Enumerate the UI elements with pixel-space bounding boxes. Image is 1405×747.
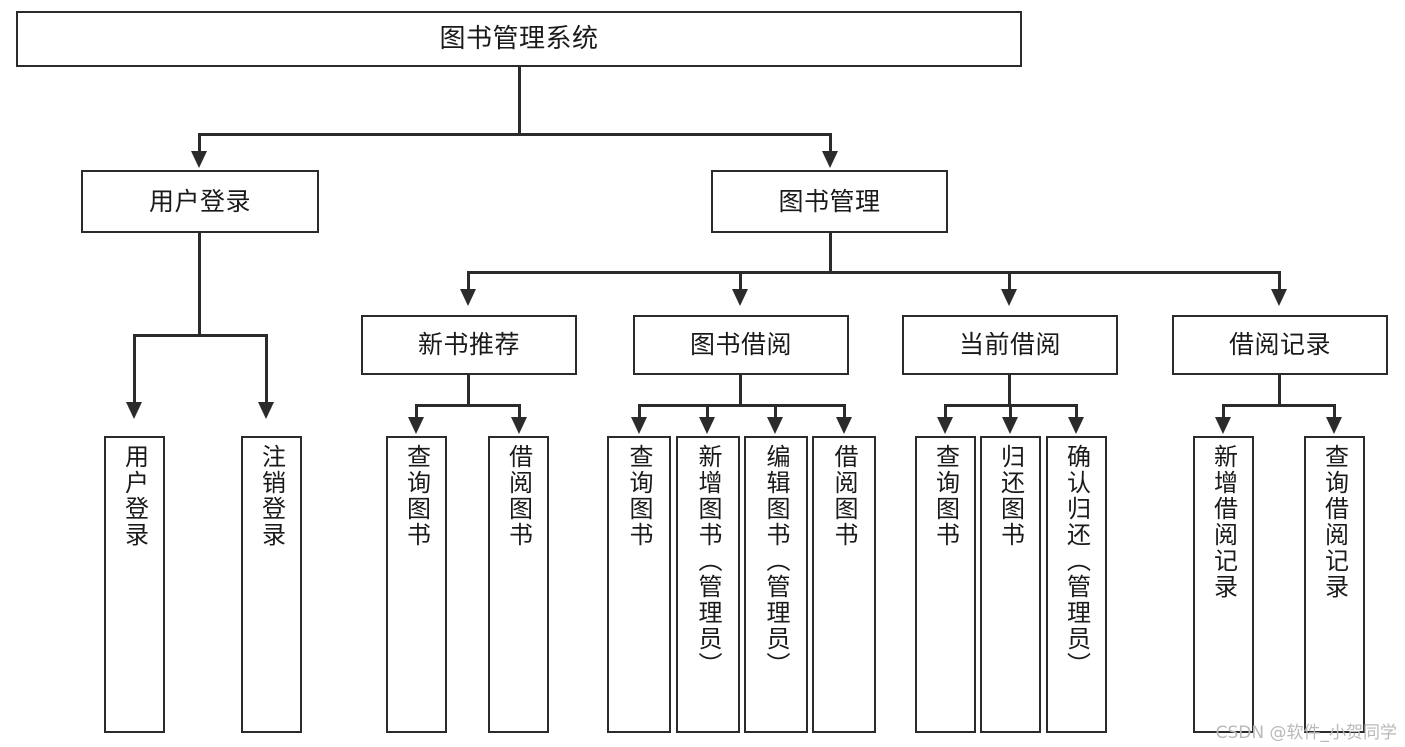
edge-new-book-bus — [415, 404, 521, 407]
edge-user-login-bus — [133, 334, 268, 337]
node-leaf-add-record-label: 新增借阅记录 — [1209, 444, 1238, 600]
arrowhead-leaf-query-book-2 — [631, 417, 647, 434]
node-leaf-borrow-book-1-label: 借阅图书 — [504, 444, 533, 548]
arrowhead-borrow-record — [1271, 289, 1287, 306]
arrowhead-leaf-return-book — [1002, 417, 1018, 434]
arrowhead-book-borrow — [732, 289, 748, 306]
edge-book-borrow-drop-3 — [774, 404, 777, 419]
arrowhead-leaf-query-book-1 — [408, 417, 424, 434]
arrowhead-leaf-add-book — [699, 417, 715, 434]
edge-borrow-record-drop-2 — [1333, 404, 1336, 419]
arrowhead-leaf-borrow-book-1 — [511, 417, 527, 434]
node-leaf-query-book-2[interactable]: 查询图书 — [607, 436, 671, 733]
node-leaf-confirm-return-label: 确认归还（管理员） — [1062, 444, 1091, 678]
node-borrow-record[interactable]: 借阅记录 — [1172, 315, 1388, 375]
node-leaf-edit-book-label: 编辑图书（管理员） — [762, 444, 790, 678]
node-leaf-user-login-label: 用户登录 — [120, 444, 149, 548]
edge-level3-drop-4 — [1278, 271, 1281, 291]
node-new-book-recommend[interactable]: 新书推荐 — [361, 315, 577, 375]
node-leaf-add-book[interactable]: 新增图书（管理员） — [676, 436, 740, 733]
edge-user-login-drop-1 — [133, 334, 136, 404]
edge-user-login-stem — [198, 233, 201, 336]
edge-level2-bus — [198, 133, 832, 136]
watermark-text: CSDN @软件_小贺同学 — [1215, 723, 1397, 743]
arrowhead-user-login — [191, 151, 207, 168]
arrowhead-current-borrow — [1001, 289, 1017, 306]
arrowhead-leaf-user-login — [126, 402, 142, 419]
edge-level3-bus — [467, 271, 1281, 274]
node-leaf-user-logout-label: 注销登录 — [257, 444, 286, 548]
edge-book-borrow-bus — [638, 404, 846, 407]
arrowhead-leaf-user-logout — [258, 402, 274, 419]
node-leaf-query-book-1-label: 查询图书 — [402, 444, 431, 548]
node-new-book-recommend-label: 新书推荐 — [417, 330, 520, 360]
node-root-label: 图书管理系统 — [439, 23, 599, 54]
node-root[interactable]: 图书管理系统 — [16, 11, 1022, 67]
edge-book-borrow-drop-4 — [843, 404, 846, 419]
node-leaf-user-logout[interactable]: 注销登录 — [241, 436, 302, 733]
edge-level3-drop-2 — [739, 271, 742, 291]
arrowhead-new-book-recommend — [460, 289, 476, 306]
edge-borrow-record-drop-1 — [1222, 404, 1225, 419]
node-book-management[interactable]: 图书管理 — [711, 170, 948, 233]
node-leaf-borrow-book-1[interactable]: 借阅图书 — [488, 436, 549, 733]
node-leaf-borrow-book-2[interactable]: 借阅图书 — [812, 436, 876, 733]
node-book-management-label: 图书管理 — [778, 186, 881, 216]
arrowhead-leaf-edit-book — [767, 417, 783, 434]
node-leaf-query-book-2-label: 查询图书 — [625, 444, 653, 548]
node-leaf-query-record-label: 查询借阅记录 — [1320, 444, 1349, 600]
edge-user-login-drop-2 — [265, 334, 268, 404]
node-current-borrow[interactable]: 当前借阅 — [902, 315, 1118, 375]
node-leaf-query-record[interactable]: 查询借阅记录 — [1304, 436, 1365, 733]
edge-new-book-stem — [467, 375, 470, 406]
node-leaf-user-login[interactable]: 用户登录 — [104, 436, 165, 733]
edge-current-borrow-drop-1 — [944, 404, 947, 419]
edge-new-book-drop-1 — [415, 404, 418, 419]
node-leaf-query-book-3[interactable]: 查询图书 — [915, 436, 976, 733]
node-leaf-confirm-return[interactable]: 确认归还（管理员） — [1046, 436, 1107, 733]
node-leaf-edit-book[interactable]: 编辑图书（管理员） — [744, 436, 808, 733]
edge-current-borrow-drop-3 — [1075, 404, 1078, 419]
node-book-borrow-label: 图书借阅 — [689, 330, 792, 360]
edge-book-borrow-drop-1 — [638, 404, 641, 419]
edge-current-borrow-stem — [1008, 375, 1011, 406]
arrowhead-leaf-add-record — [1215, 417, 1231, 434]
edge-borrow-record-stem — [1278, 375, 1281, 406]
edge-level3-drop-3 — [1008, 271, 1011, 291]
node-user-login[interactable]: 用户登录 — [81, 170, 319, 233]
node-leaf-query-book-3-label: 查询图书 — [931, 444, 960, 548]
arrowhead-book-management — [822, 151, 838, 168]
node-leaf-return-book[interactable]: 归还图书 — [980, 436, 1041, 733]
edge-root-stem — [518, 67, 521, 134]
node-user-login-label: 用户登录 — [148, 186, 251, 216]
edge-to-user-login — [198, 133, 201, 153]
node-leaf-add-record[interactable]: 新增借阅记录 — [1193, 436, 1254, 733]
edge-book-borrow-drop-2 — [706, 404, 709, 419]
edge-book-borrow-stem — [739, 375, 742, 406]
node-book-borrow[interactable]: 图书借阅 — [633, 315, 849, 375]
arrowhead-leaf-query-record — [1326, 417, 1342, 434]
edge-borrow-record-bus — [1222, 404, 1336, 407]
edge-level3-drop-1 — [467, 271, 470, 291]
node-leaf-add-book-label: 新增图书（管理员） — [694, 444, 722, 678]
arrowhead-leaf-query-book-3 — [937, 417, 953, 434]
arrowhead-leaf-borrow-book-2 — [836, 417, 852, 434]
edge-new-book-drop-2 — [518, 404, 521, 419]
arrowhead-leaf-confirm-return — [1068, 417, 1084, 434]
edge-book-management-stem — [829, 233, 832, 273]
node-borrow-record-label: 借阅记录 — [1228, 330, 1331, 360]
edge-current-borrow-drop-2 — [1009, 404, 1012, 419]
node-leaf-borrow-book-2-label: 借阅图书 — [830, 444, 858, 548]
node-leaf-return-book-label: 归还图书 — [996, 444, 1025, 548]
node-current-borrow-label: 当前借阅 — [958, 330, 1061, 360]
edge-to-book-management — [829, 133, 832, 153]
node-leaf-query-book-1[interactable]: 查询图书 — [386, 436, 447, 733]
